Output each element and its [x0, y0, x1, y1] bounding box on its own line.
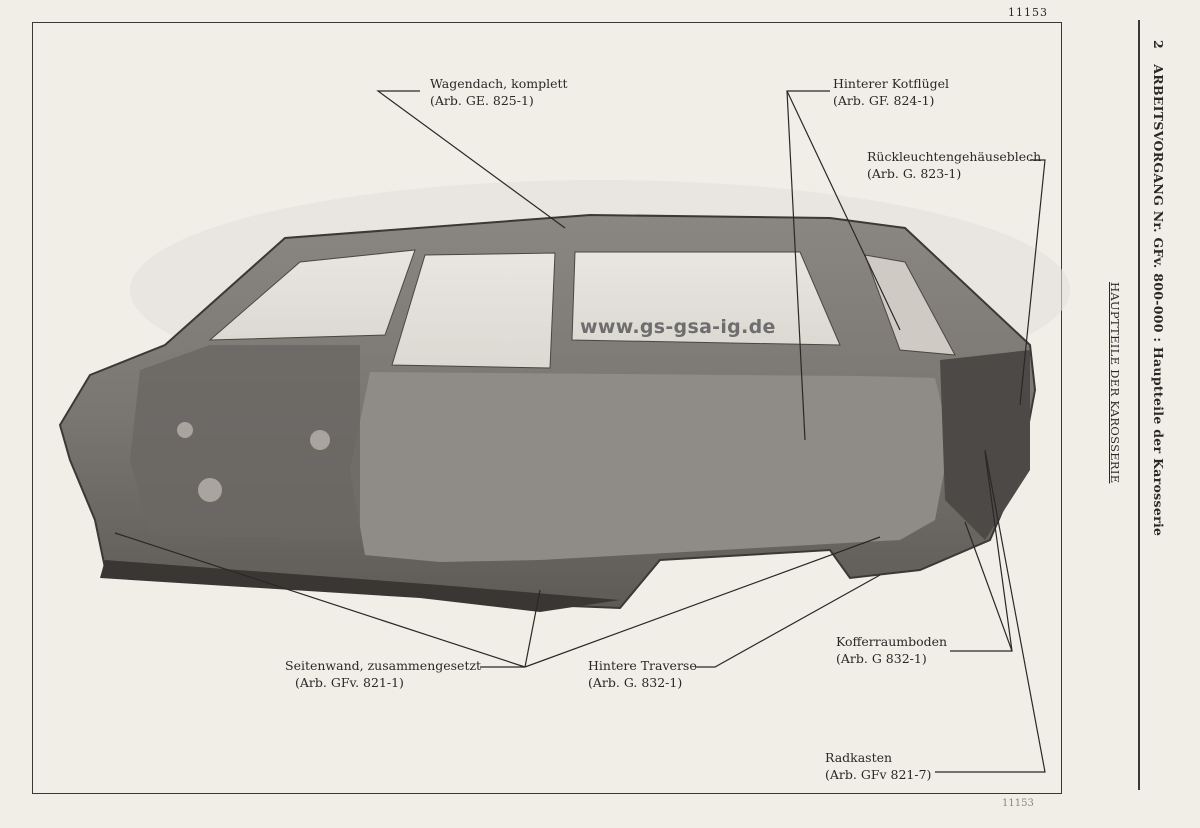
label-wagendach-ref: (Arb. GE. 825-1)	[430, 93, 534, 108]
sidebar-rule	[1138, 20, 1140, 790]
label-wagendach: Wagendach, komplett (Arb. GE. 825-1)	[430, 75, 568, 109]
leader-wagendach	[376, 90, 566, 229]
leader-radkasten	[935, 449, 1046, 773]
leader-traverse	[695, 574, 881, 668]
label-rueckleuchte: Rückleuchtengehäuseblech (Arb. G. 823-1)	[867, 148, 1041, 182]
leader-rueckleuchte	[1019, 159, 1046, 406]
watermark: www.gs-gsa-ig.de	[580, 316, 776, 338]
leader-kofferraum-2	[964, 521, 1013, 652]
label-kofferraum-name: Kofferraumboden	[836, 634, 948, 649]
label-traverse: Hintere Traverse (Arb. G. 832-1)	[588, 657, 697, 691]
leader-kotfluegel-1	[786, 90, 830, 441]
label-radkasten-name: Radkasten	[825, 750, 893, 765]
leader-kotfluegel-2	[786, 90, 901, 331]
label-radkasten: Radkasten (Arb. GFv 821-7)	[825, 749, 931, 783]
page-frame	[32, 22, 1062, 794]
label-kofferraum-ref: (Arb. G 832-1)	[836, 651, 927, 666]
page-number-bottom: 11153	[1002, 798, 1034, 809]
leader-seitenwand-1	[114, 532, 526, 668]
label-rueckleuchte-ref: (Arb. G. 823-1)	[867, 166, 962, 181]
page-number: 11153	[1008, 6, 1048, 19]
label-traverse-ref: (Arb. G. 832-1)	[588, 675, 683, 690]
label-seitenwand-ref: (Arb. GFv. 821-1)	[295, 675, 404, 690]
label-kotfluegel-name: Hinterer Kotflügel	[833, 76, 950, 91]
label-traverse-name: Hintere Traverse	[588, 658, 697, 673]
label-kotfluegel: Hinterer Kotflügel (Arb. GF. 824-1)	[833, 75, 949, 109]
label-kotfluegel-ref: (Arb. GF. 824-1)	[833, 93, 935, 108]
label-seitenwand: Seitenwand, zusammengesetzt (Arb. GFv. 8…	[285, 657, 481, 691]
label-rueckleuchte-name: Rückleuchtengehäuseblech	[867, 149, 1042, 164]
label-radkasten-ref: (Arb. GFv 821-7)	[825, 767, 932, 782]
leader-kofferraum-1	[950, 451, 1013, 652]
leader-seitenwand-3	[524, 536, 881, 668]
label-kofferraum: Kofferraumboden (Arb. G 832-1)	[836, 633, 947, 667]
label-seitenwand-name: Seitenwand, zusammengesetzt	[285, 658, 482, 673]
label-wagendach-name: Wagendach, komplett	[430, 76, 568, 91]
leader-seitenwand-2	[524, 589, 541, 668]
